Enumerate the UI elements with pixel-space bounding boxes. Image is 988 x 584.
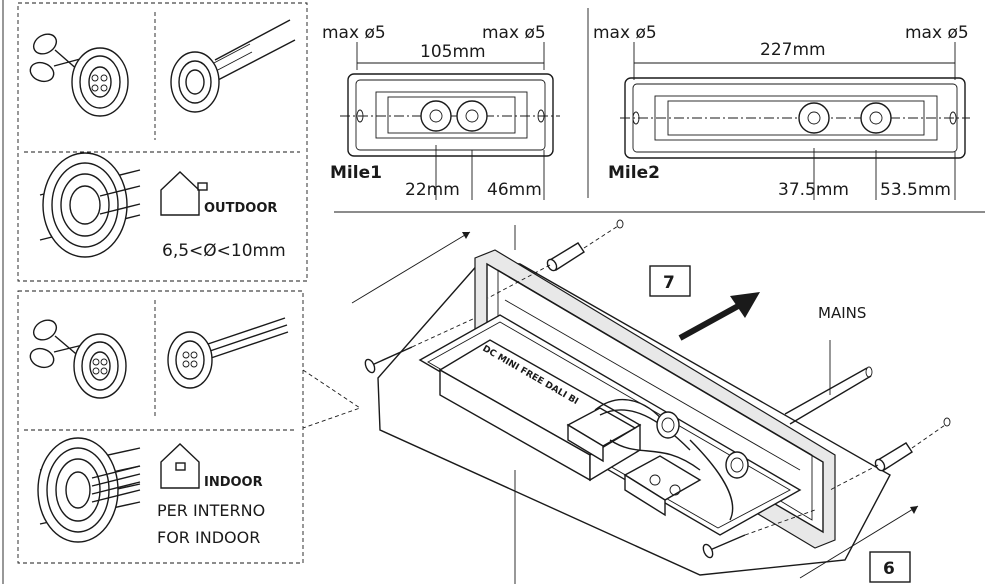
mile2-drawing: max ø5 max ø5 227mm Mile2 37.5mm 53.5mm (593, 23, 970, 200)
cable-gland-icon (170, 19, 296, 113)
indoor-text-en: FOR INDOOR (157, 528, 260, 547)
mains-label: MAINS (818, 304, 866, 322)
indoor-label: INDOOR (204, 475, 263, 490)
screw-bottom-icon (702, 509, 816, 559)
outdoor-panel: OUTDOOR 6,5<Ø<10mm (17, 2, 308, 282)
indoor-house-icon (160, 443, 200, 489)
wall-anchor-bottom-icon (829, 417, 951, 491)
mile2-dim-b: 53.5mm (880, 180, 951, 200)
step-6-label: 6 (883, 559, 895, 579)
step-7-box (649, 265, 691, 297)
screw-icon (364, 317, 476, 374)
slide-arrow-top-icon (351, 231, 471, 304)
mile2-dim-a: 37.5mm (778, 180, 849, 200)
mile2-hole-right: max ø5 (905, 23, 969, 43)
cable-gland-cut-indoor-icon (73, 333, 127, 399)
mains-cable (784, 340, 873, 425)
mile2-name: Mile2 (608, 163, 660, 183)
mile1-drawing: max ø5 max ø5 105mm Mile1 22mm 46mm (322, 23, 560, 200)
outdoor-house-icon (160, 171, 208, 216)
indoor-panel: INDOOR PER INTERNO FOR INDOOR (17, 290, 362, 564)
mile2-width: 227mm (760, 40, 826, 60)
push-arrow-icon (678, 292, 760, 341)
wall-anchor-icon (487, 219, 624, 299)
mile1-name: Mile1 (330, 163, 382, 183)
cable-gland-cut-icon (71, 47, 129, 117)
mile1-width: 105mm (420, 42, 486, 62)
outdoor-label: OUTDOOR (204, 201, 277, 216)
mile1-dim-a: 22mm (405, 180, 460, 200)
mile1-hole-right: max ø5 (482, 23, 546, 43)
slide-arrow-bottom-icon (799, 505, 919, 579)
step-7-label: 7 (663, 273, 675, 293)
mile1-hole-left: max ø5 (322, 23, 386, 43)
indoor-text-it: PER INTERNO (157, 501, 265, 520)
terminal-block-icon (566, 407, 702, 517)
step-6-box (869, 551, 911, 583)
indoor-gland-icon (37, 437, 141, 543)
indoor-wires-gland-icon (167, 317, 289, 389)
outdoor-gland-icon (39, 152, 141, 258)
outdoor-diameter-range: 6,5<Ø<10mm (162, 241, 286, 261)
assembly-drawing: DC MINI FREE DALI BI MAINS (351, 219, 951, 584)
frame-gland-icon (656, 411, 749, 479)
mile1-dim-b: 46mm (487, 180, 542, 200)
mile2-hole-left: max ø5 (593, 23, 657, 43)
